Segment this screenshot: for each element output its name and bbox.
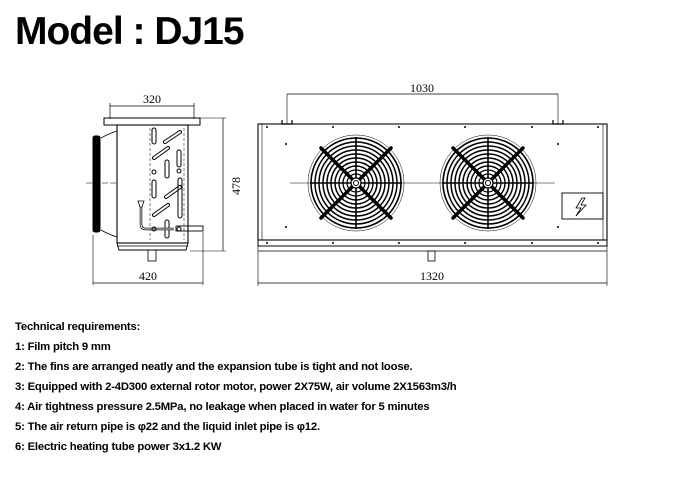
requirement-item: 5: The air return pipe is φ22 and the li… [15, 421, 320, 433]
model-title: Model : DJ15 [15, 10, 245, 53]
dim-420: 420 [139, 269, 157, 283]
dim-1320: 1320 [420, 269, 444, 283]
lightning-bolt-icon [575, 197, 587, 217]
technical-requirements: Technical requirements: 1: Film pitch 9 … [15, 321, 457, 461]
dim-478: 478 [229, 177, 243, 195]
dim-1030: 1030 [410, 81, 434, 95]
fan-guard-left [307, 134, 405, 232]
dim-320: 320 [143, 92, 161, 106]
requirements-heading: Technical requirements: [15, 321, 141, 333]
front-view: 1030 [257, 81, 608, 286]
electrical-box [561, 192, 604, 220]
side-view: 320 [86, 92, 243, 285]
requirement-item: 4: Air tightness pressure 2.5MPa, no lea… [15, 401, 430, 413]
requirement-item: 1: Film pitch 9 mm [15, 341, 111, 353]
requirement-item: 6: Electric heating tube power 3x1.2 KW [15, 441, 222, 453]
requirement-item: 2: The fins are arranged neatly and the … [15, 361, 413, 373]
fan-guard-right [439, 134, 537, 232]
requirement-item: 3: Equipped with 2-4D300 external rotor … [15, 381, 457, 393]
